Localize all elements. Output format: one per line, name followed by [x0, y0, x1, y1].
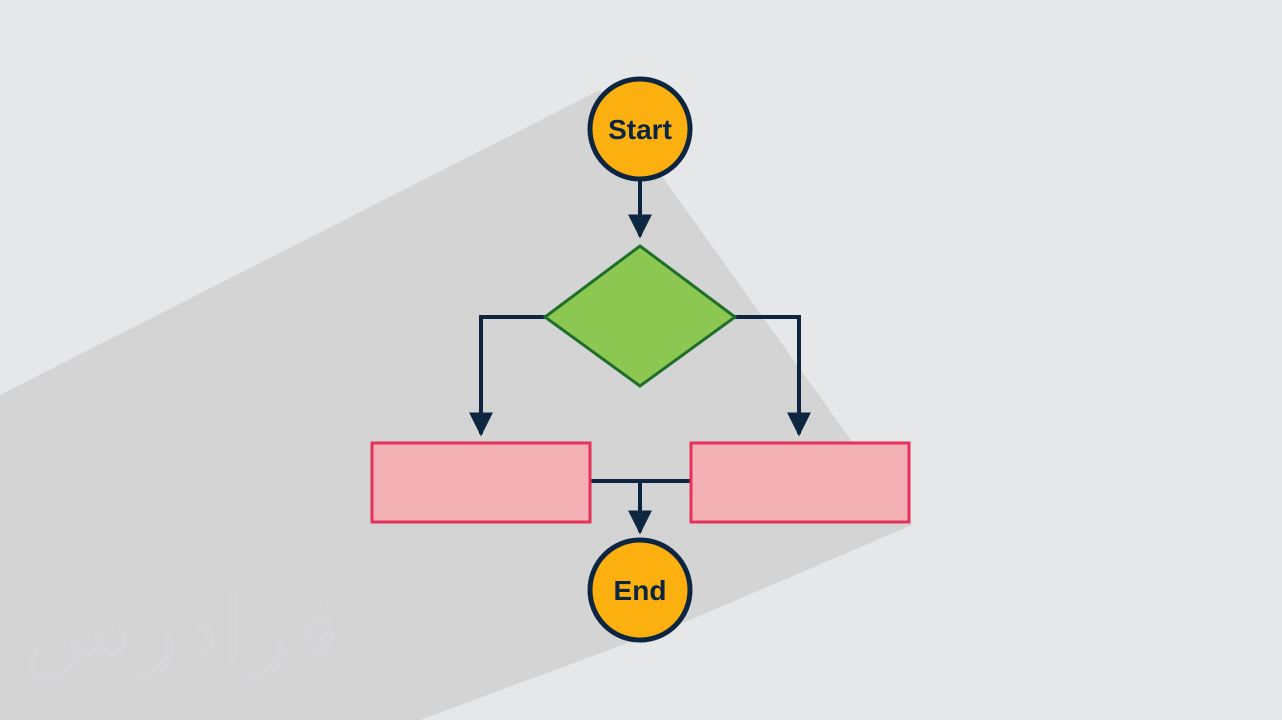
end-circle	[587, 537, 693, 643]
end-label: End	[614, 575, 667, 606]
process-right-box	[689, 441, 911, 524]
process-left-box	[370, 441, 592, 524]
decision-node	[542, 244, 738, 388]
end-node: End	[587, 537, 693, 643]
connectors	[469, 180, 811, 535]
start-node: Start	[587, 76, 693, 182]
process-right-node	[689, 441, 911, 524]
start-circle	[587, 76, 693, 182]
decision-diamond	[542, 244, 738, 388]
connector-decision-to-left	[469, 315, 545, 437]
process-left-node	[370, 441, 592, 524]
connector-decision-to-right	[735, 315, 811, 437]
start-label: Start	[608, 114, 672, 145]
watermark-logo: فرادرس	[22, 575, 341, 682]
